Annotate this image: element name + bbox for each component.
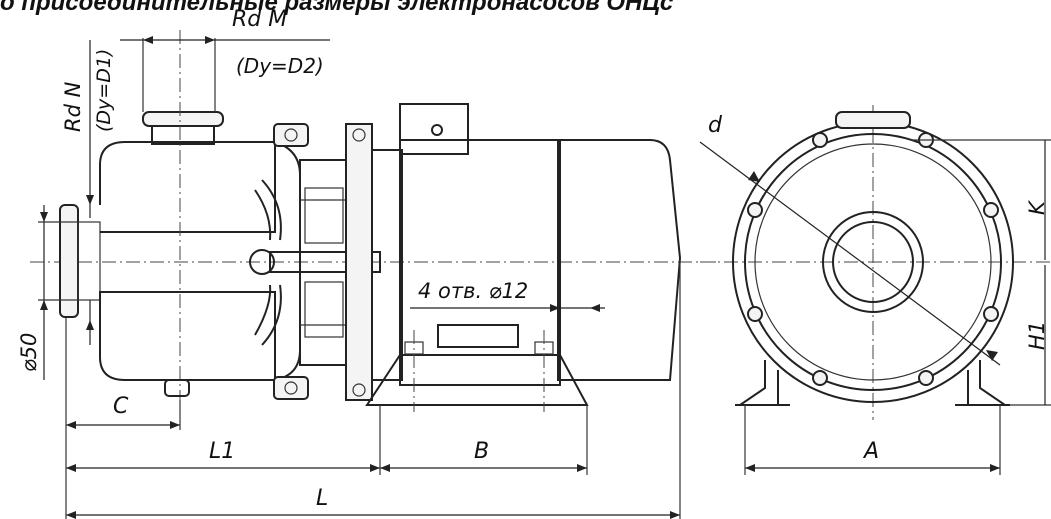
h1-label: H1 bbox=[1025, 321, 1049, 350]
rd-n-label: Rd N bbox=[61, 81, 85, 132]
side-view-dimensions bbox=[38, 36, 681, 519]
phi50-label: ⌀50 bbox=[17, 333, 41, 372]
l1-label: L1 bbox=[209, 439, 235, 464]
dy-d1-label: (Dy=D1) bbox=[93, 49, 115, 132]
pump-end-view bbox=[699, 105, 1051, 475]
a-label: A bbox=[862, 439, 879, 464]
l-label: L bbox=[316, 486, 328, 511]
pump-side-view bbox=[30, 30, 720, 420]
dy-d2-label: (Dy=D2) bbox=[236, 54, 324, 78]
dimension-labels: Rd M (Dy=D2) Rd N (Dy=D1) 4 отв. ⌀12 ⌀50… bbox=[17, 7, 1049, 511]
rd-m-label: Rd M bbox=[232, 7, 287, 32]
b-label: B bbox=[474, 439, 489, 464]
drawing-title: о присоединительные размеры электронасос… bbox=[0, 0, 674, 16]
holes-label: 4 отв. ⌀12 bbox=[418, 279, 528, 303]
d-label: d bbox=[708, 113, 723, 138]
k-label: K bbox=[1025, 199, 1049, 215]
c-label: C bbox=[113, 394, 129, 419]
